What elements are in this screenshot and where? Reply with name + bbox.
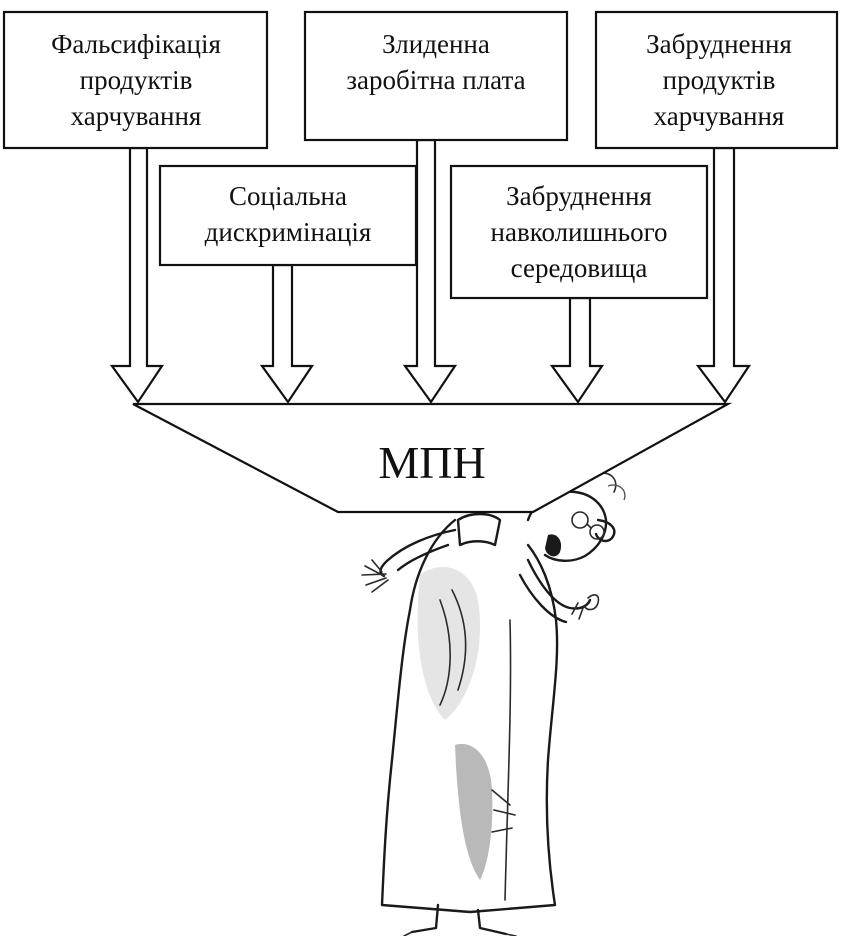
box-label-line: продуктів xyxy=(80,65,193,95)
arrow-low-wages xyxy=(402,138,458,404)
box-label-line: харчування xyxy=(71,101,202,131)
box-label-line: Фальсифікація xyxy=(51,29,221,59)
box-label-line: дискримінація xyxy=(205,217,372,247)
old-woman-illustration xyxy=(361,460,626,936)
box-label-line: середовища xyxy=(511,253,648,283)
center-label: МПН xyxy=(378,437,485,488)
box-label-line: заробітна плата xyxy=(346,65,525,95)
box-environment-pollution: Забруднення навколишнього середовища xyxy=(449,164,709,300)
box-label-line: Злиденна xyxy=(382,29,490,59)
box-label-line: харчування xyxy=(654,101,785,131)
box-label-line: Забруднення xyxy=(646,29,792,59)
funnel-group: МПН xyxy=(109,138,752,514)
box-low-wages: Злиденна заробітна плата xyxy=(303,10,569,142)
arrow-social-discrimination xyxy=(259,263,315,404)
mpn-funnel xyxy=(132,402,733,514)
box-label-line: продуктів xyxy=(663,65,776,95)
arrow-environment-pollution xyxy=(549,296,605,404)
arrow-food-pollution xyxy=(695,146,752,404)
box-social-discrimination: Соціальна дискримінація xyxy=(158,164,418,267)
box-food-pollution: Забруднення продуктів харчування xyxy=(594,10,839,150)
box-label-line: Забруднення xyxy=(506,181,652,211)
arrow-food-falsification xyxy=(109,146,165,404)
box-label-line: Соціальна xyxy=(229,181,347,211)
box-label-line: навколишнього xyxy=(491,217,668,247)
box-food-falsification: Фальсифікація продуктів харчування xyxy=(2,10,269,150)
